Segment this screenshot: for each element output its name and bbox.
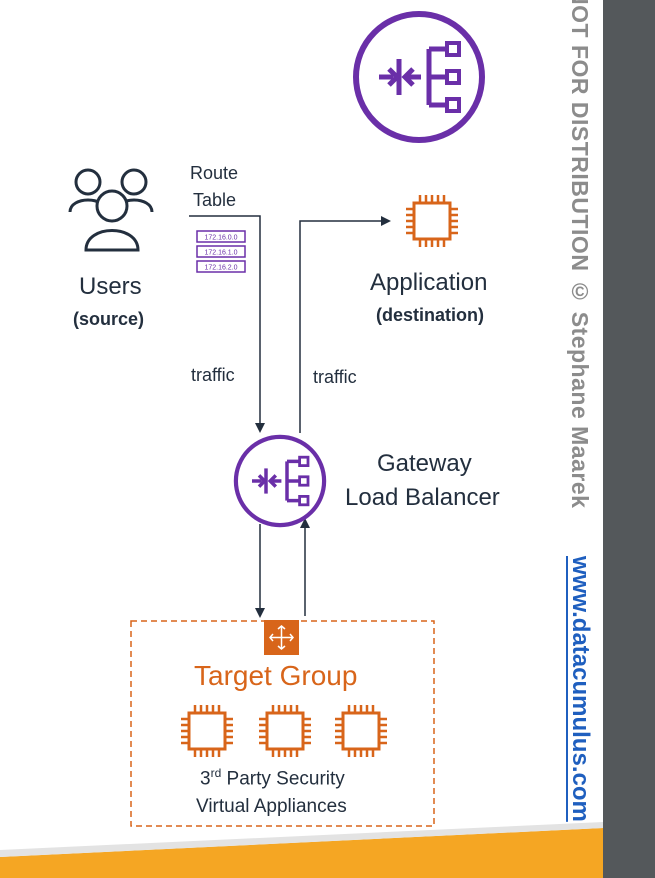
ec2-instance-chip-icon xyxy=(179,703,235,759)
traffic-label-down: traffic xyxy=(191,365,235,385)
watermark-text: NOT FOR DISTRIBUTION © Stephane Maarek xyxy=(567,0,593,509)
website-link[interactable]: www.datacumulus.com xyxy=(567,556,594,822)
ec2-instance-chip-icon xyxy=(333,703,389,759)
users-group-icon xyxy=(68,168,154,252)
slide-bottom-shade xyxy=(0,822,603,857)
gateway-load-balancer-icon xyxy=(233,434,327,528)
target-group-label: Target Group xyxy=(194,660,358,691)
appliances-label-line2: Virtual Appliances xyxy=(196,796,347,817)
target-group-icon xyxy=(264,620,299,655)
traffic-label-up: traffic xyxy=(313,367,357,387)
users-sublabel: (source) xyxy=(73,309,145,329)
appliances-label-line1: 3rd Party Security xyxy=(200,766,345,790)
route-table-icon xyxy=(196,230,246,273)
application-label: Application xyxy=(370,269,488,296)
ec2-instance-chip-icon xyxy=(257,703,313,759)
ordinal-suffix: rd xyxy=(210,766,222,780)
appliances-label-rest: Party Security xyxy=(221,768,345,790)
users-label: Users xyxy=(79,273,142,300)
route-entry-1: 172.16.0.0 xyxy=(204,235,237,242)
gateway-load-balancer-icon xyxy=(353,11,485,143)
traffic-arrow-up-upper xyxy=(299,216,391,433)
route-table-label-line1: Route xyxy=(190,163,239,183)
ec2-instance-chip-icon xyxy=(404,193,460,249)
route-entry-3: 172.16.2.0 xyxy=(204,265,237,272)
ordinal-number: 3 xyxy=(200,768,211,790)
application-sublabel: (destination) xyxy=(376,305,484,325)
route-entry-2: 172.16.1.0 xyxy=(204,250,237,257)
gateway-label-line2: Load Balancer xyxy=(345,484,500,511)
slide-side-panel xyxy=(603,0,655,878)
route-table-label-line2: Table xyxy=(193,190,237,210)
slide-vertical-footer: NOT FOR DISTRIBUTION © Stephane Maarek w… xyxy=(560,0,600,860)
slide-bottom-band xyxy=(0,828,603,878)
traffic-arrow-down-upper xyxy=(189,215,265,433)
gateway-label-line1: Gateway xyxy=(377,450,472,477)
